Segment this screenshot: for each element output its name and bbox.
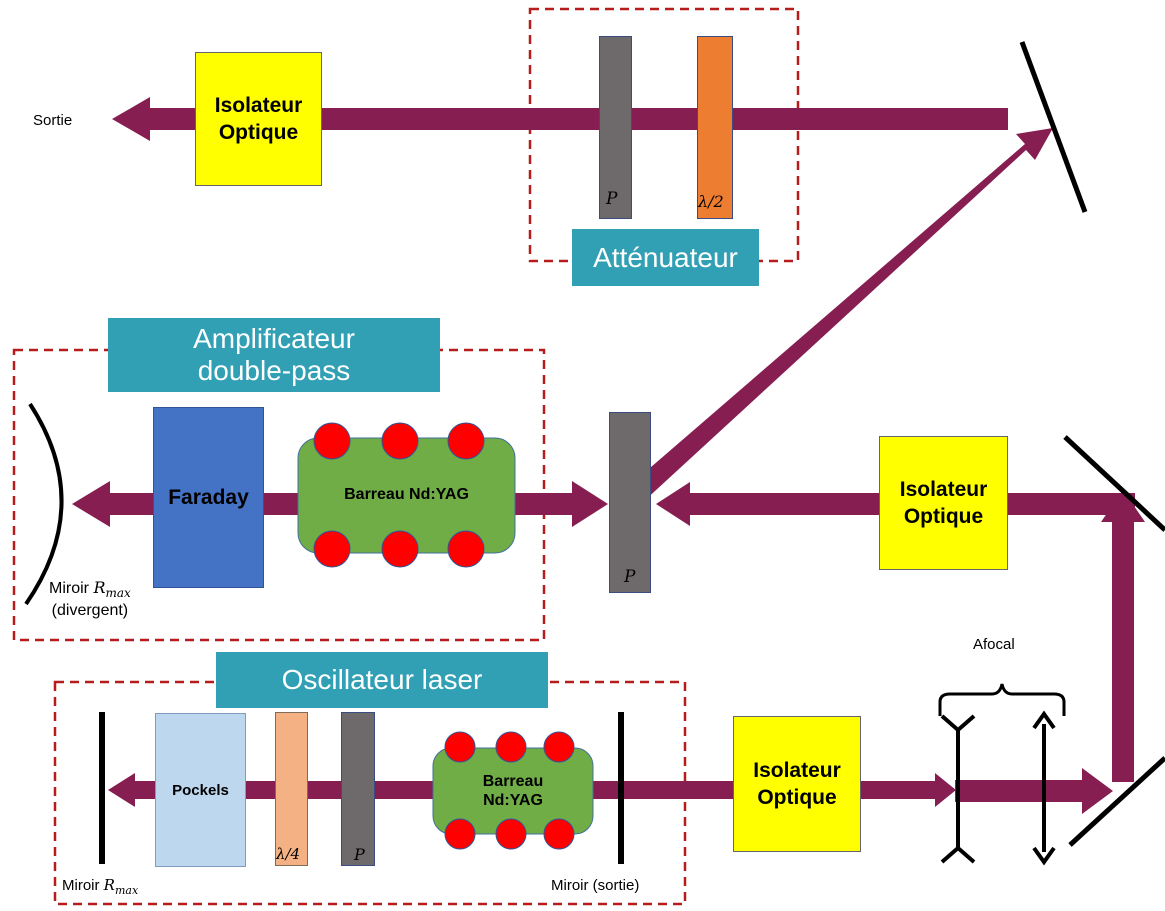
middle-isolator: Isolateur Optique xyxy=(879,436,1008,570)
amplifier-title-line1: Amplificateur xyxy=(193,322,355,354)
output-beam-arrow xyxy=(112,97,1008,141)
attenuator-title: Atténuateur xyxy=(572,229,759,286)
pump-dot xyxy=(313,530,351,568)
oscillator-polarizer-label: P xyxy=(354,845,365,864)
bottom-right-mirror xyxy=(1068,756,1165,847)
rmax-subscript: max xyxy=(105,586,131,601)
attenuator-half-wave-plate xyxy=(697,36,733,219)
isolator-line2: Optique xyxy=(757,786,837,809)
divergent-mirror-label: Miroir Rmax (divergent) xyxy=(49,578,131,621)
oscillator-pump-dots xyxy=(444,731,575,850)
isolator-line1: Isolateur xyxy=(899,477,988,501)
pump-dot xyxy=(313,422,351,460)
output-label: Sortie xyxy=(33,112,73,129)
pump-dot xyxy=(447,530,485,568)
output-isolator: Isolateur Optique xyxy=(195,52,322,186)
pump-dot xyxy=(447,422,485,460)
afocal-brace xyxy=(938,683,1066,716)
pockels-label: Pockels xyxy=(172,781,229,799)
converging-lens xyxy=(1032,710,1056,866)
oscillator-title: Oscillateur laser xyxy=(216,652,548,708)
oscillator-polarizer xyxy=(341,712,375,866)
attenuator-polarizer-label: P xyxy=(606,189,618,209)
middle-polarizer-label: P xyxy=(624,567,636,587)
pump-dot xyxy=(495,731,527,763)
middle-polarizer xyxy=(609,412,651,593)
isolator-line2: Optique xyxy=(903,505,984,528)
divergent-mirror-label-line1: Miroir Rmax xyxy=(49,578,131,601)
pump-dot xyxy=(543,731,575,763)
afocal-label: Afocal xyxy=(973,636,1015,653)
oscillator-rod-label: Barreau Nd:YAG xyxy=(433,766,593,816)
rmax-subscript: max xyxy=(114,884,139,897)
isolator-line1: Isolateur xyxy=(753,758,841,782)
half-wave-label: λ/2 xyxy=(698,192,724,211)
oscillator-output-mirror-label: Miroir (sortie) xyxy=(551,877,640,894)
middle-right-mirror xyxy=(1063,435,1165,532)
quarter-wave-plate xyxy=(275,712,308,866)
amplifier-title: Amplificateur double-pass xyxy=(108,318,440,392)
divergent-mirror xyxy=(24,402,64,606)
pump-dot xyxy=(444,731,476,763)
diverging-lens xyxy=(940,714,976,864)
mirror-word: Miroir xyxy=(62,877,104,894)
diagonal-beam-arrow xyxy=(614,128,1053,514)
isolator-line2: Optique xyxy=(218,121,299,144)
faraday-label: Faraday xyxy=(168,485,249,509)
quarter-wave-label: λ/4 xyxy=(276,845,301,863)
isolator-line1: Isolateur xyxy=(214,93,303,117)
amplifier-pump-dots xyxy=(313,422,485,568)
faraday-rotator: Faraday xyxy=(153,407,264,588)
rmax-symbol: R xyxy=(93,578,106,597)
divergent-mirror-label-line2: (divergent) xyxy=(51,602,129,620)
oscillator-rmax-mirror-label: Miroir Rmax xyxy=(62,876,138,897)
bottom-isolator: Isolateur Optique xyxy=(733,716,861,852)
pockels-cell: Pockels xyxy=(155,713,246,867)
amplifier-title-line2: double-pass xyxy=(197,355,351,386)
attenuator-frame xyxy=(528,7,800,263)
pump-dot xyxy=(381,530,419,568)
top-right-mirror xyxy=(1019,41,1088,213)
oscillator-rod-line2: Nd:YAG xyxy=(483,792,543,809)
vertical-beam-arrow xyxy=(1101,490,1145,782)
pump-dot xyxy=(381,422,419,460)
pump-dot xyxy=(495,818,527,850)
attenuator-polarizer xyxy=(599,36,632,219)
oscillator-rod-line1: Barreau xyxy=(482,772,544,790)
afocal-output-beam-arrow xyxy=(955,768,1113,814)
rmax-symbol: R xyxy=(103,876,115,894)
mirror-word: Miroir xyxy=(49,580,94,597)
pump-dot xyxy=(444,818,476,850)
pump-dot xyxy=(543,818,575,850)
amplifier-rod-label: Barreau Nd:YAG xyxy=(344,486,469,503)
